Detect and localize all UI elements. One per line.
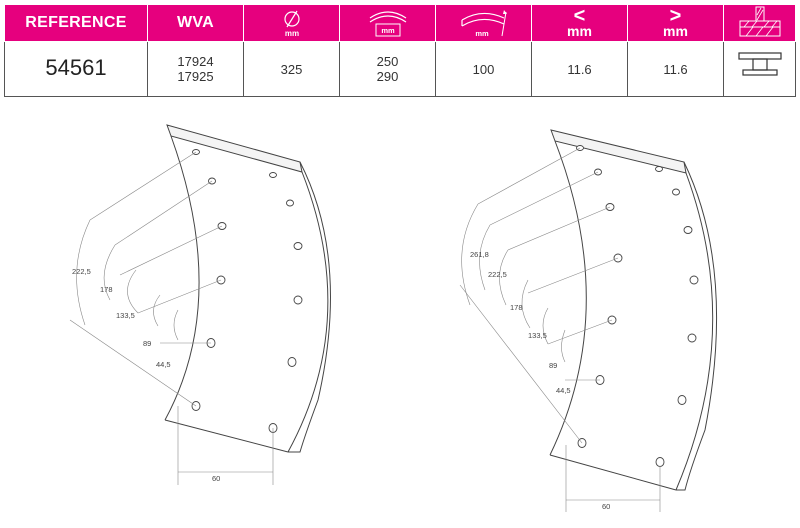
max-unit: mm <box>663 22 688 39</box>
dimension-labels-left: 222,5 178 133,5 89 44,5 60 <box>72 267 220 483</box>
dim-label-133-5: 133,5 <box>116 311 135 320</box>
diameter-icon: mm <box>283 10 300 38</box>
drawing-left: 222,5 178 133,5 89 44,5 60 <box>69 124 331 485</box>
cell-min: 11.6 <box>531 41 628 97</box>
max-thickness-value: 11.6 <box>663 61 688 77</box>
header-min: <mm <box>531 4 628 42</box>
arc-unit: mm <box>381 26 395 35</box>
dimension-lines-left <box>69 151 274 485</box>
dim-label-89: 89 <box>143 339 151 348</box>
header-arc: mm <box>339 4 436 42</box>
table-data-row: 54561 17924 17925 325 250 290 100 11.6 1… <box>4 41 796 97</box>
dim-label-261-8: 261,8 <box>470 250 489 259</box>
brake-shoe-left <box>164 124 331 453</box>
header-wva-label: WVA <box>176 14 215 31</box>
min-symbol: < <box>573 4 586 27</box>
reference-value: 54561 <box>45 55 107 80</box>
width-icon: mm <box>460 10 507 38</box>
header-rivet <box>723 4 796 42</box>
dim-label-89: 89 <box>549 361 557 370</box>
header-width: mm <box>435 4 532 42</box>
cell-diameter: 325 <box>243 41 340 97</box>
table-header-row: REFERENCE WVA mm mm mm <box>4 4 796 42</box>
dim-label-178: 178 <box>510 303 523 312</box>
rivet-holes-right <box>576 145 699 467</box>
min-thickness-value: 11.6 <box>567 61 592 77</box>
arc-icon: mm <box>369 11 406 37</box>
wva-value-1: 17924 <box>177 54 214 69</box>
spec-table: REFERENCE WVA mm mm mm <box>4 4 796 97</box>
wva-value-2: 17925 <box>177 69 214 84</box>
drawing-right: 261,8 222,5 178 133,5 89 44,5 60 <box>459 129 718 512</box>
cell-rivet <box>723 41 796 97</box>
header-reference: REFERENCE <box>4 4 148 42</box>
dimension-labels-right: 261,8 222,5 178 133,5 89 44,5 60 <box>470 250 610 511</box>
cell-max: 11.6 <box>627 41 724 97</box>
rivet-profile-icon <box>737 51 782 76</box>
cell-arc: 250 290 <box>339 41 436 97</box>
min-unit: mm <box>567 22 592 39</box>
cell-wva: 17924 17925 <box>147 41 244 97</box>
max-symbol: > <box>669 4 682 27</box>
dim-label-44-5: 44,5 <box>556 386 571 395</box>
dim-label-44-5: 44,5 <box>156 360 171 369</box>
brake-shoe-right <box>549 129 718 491</box>
header-diameter: mm <box>243 4 340 42</box>
width-unit: mm <box>475 29 489 38</box>
drawings: 222,5 178 133,5 89 44,5 60 <box>69 124 718 512</box>
diameter-value: 325 <box>280 61 303 77</box>
cell-reference: 54561 <box>4 41 148 97</box>
arc-value-2: 290 <box>376 69 399 84</box>
dim-label-222-5: 222,5 <box>488 270 507 279</box>
dim-label-222-5: 222,5 <box>72 267 91 276</box>
dimension-lines-right <box>459 147 661 512</box>
arc-value-1: 250 <box>376 54 399 69</box>
dim-label-60: 60 <box>602 502 610 511</box>
header-wva: WVA <box>147 4 244 42</box>
header-max: >mm <box>627 4 724 42</box>
rivet-holes-left <box>191 149 303 433</box>
dim-label-60: 60 <box>212 474 220 483</box>
dim-label-133-5: 133,5 <box>528 331 547 340</box>
dim-label-178: 178 <box>100 285 113 294</box>
header-reference-label: REFERENCE <box>25 14 127 31</box>
diameter-unit: mm <box>284 29 298 38</box>
width-value: 100 <box>472 61 495 77</box>
rivet-section-icon <box>739 6 780 37</box>
cell-width: 100 <box>435 41 532 97</box>
